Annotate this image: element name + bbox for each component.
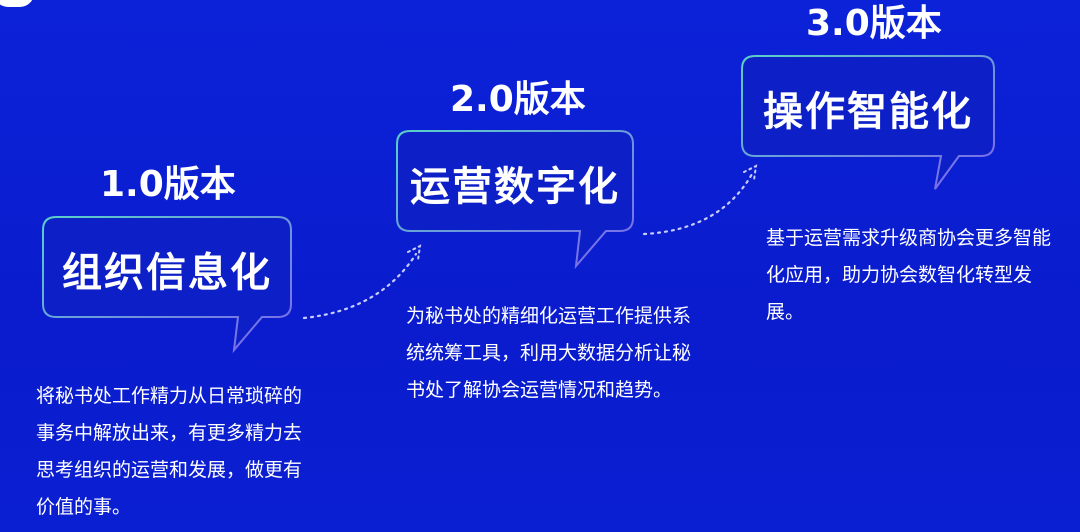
stage-2-version: 2.0版本 [450,79,586,120]
stage-1-speech-bubble [42,216,292,354]
section-number-icon [0,0,34,7]
stage-1-version: 1.0版本 [100,164,236,205]
connector-arrow-1 [302,244,422,320]
stage-1-headline: 组织信息化 [62,250,272,296]
connector-arrow-2 [642,164,758,236]
stage-2-headline: 运营数字化 [410,164,620,210]
stage-3-headline: 操作智能化 [763,89,973,135]
section-title-cutoff [0,0,44,7]
stage-1-description: 将秘书处工作精力从日常琐碎的事务中解放出来，有更多精力去思考组织的运营和发展，做… [36,385,303,518]
stage-3-speech-bubble [741,55,995,190]
stage-2-speech-bubble [396,130,634,270]
stage-3-version: 3.0版本 [806,3,942,44]
stage-2-description: 为秘书处的精细化运营工作提供系统统筹工具，利用大数据分析让秘书处了解协会运营情况… [406,305,692,401]
stage-3-description: 基于运营需求升级商协会更多智能化应用，助力协会数智化转型发展。 [766,227,1052,323]
